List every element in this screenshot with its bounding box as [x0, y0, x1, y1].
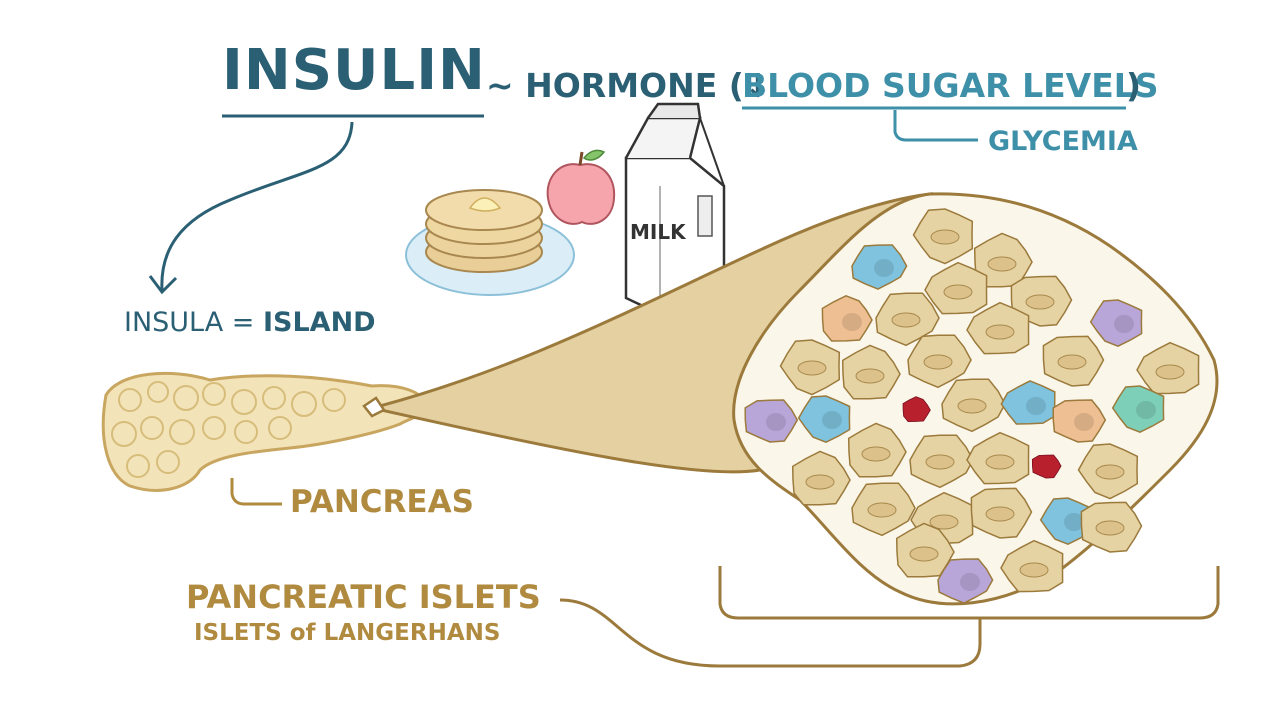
subtitle-prefix: ~ HORMONE (↓ — [486, 66, 772, 105]
pancreas-organ — [101, 371, 426, 492]
cell-nucleus — [874, 259, 894, 277]
cell-nucleus — [923, 354, 953, 370]
cell-nucleus — [987, 256, 1017, 272]
cell-nucleus — [909, 546, 939, 562]
cell-nucleus — [960, 573, 980, 591]
islet-cell — [937, 558, 994, 604]
cell-nucleus — [1095, 520, 1125, 536]
cell-nucleus — [985, 454, 1015, 470]
cell-nucleus — [855, 368, 885, 384]
islet-cell — [797, 395, 851, 444]
cell-nucleus — [1136, 401, 1156, 419]
islet-cell — [1000, 380, 1056, 425]
cell-nucleus — [1064, 513, 1084, 531]
cell-nucleus — [957, 398, 987, 414]
cell-nucleus — [985, 506, 1015, 522]
islet-cell — [902, 396, 931, 422]
pancake-icon — [405, 189, 575, 296]
islet-cell — [821, 294, 873, 342]
cell-nucleus — [929, 514, 959, 530]
cell-nucleus — [797, 360, 827, 376]
islet-cell — [744, 399, 799, 443]
apple-icon — [546, 149, 616, 225]
glycemia-connector — [893, 110, 978, 142]
islet-cell — [1089, 299, 1143, 348]
cell-nucleus — [985, 324, 1015, 340]
cell-nucleus — [1026, 397, 1046, 415]
pancreas-label-connector — [230, 478, 282, 506]
islet-cell — [1031, 454, 1062, 479]
islet-bracket-connector — [559, 598, 982, 668]
title-arrow-head — [148, 275, 178, 295]
cell-nucleus — [842, 313, 862, 331]
cell-nucleus — [861, 446, 891, 462]
cell-nucleus — [1095, 464, 1125, 480]
title: INSULIN — [222, 38, 486, 103]
cell-nucleus — [925, 454, 955, 470]
zoom-origin — [362, 396, 386, 418]
cell-nucleus — [930, 229, 960, 245]
milk-label: MILK — [630, 220, 686, 244]
pancreas-label: PANCREAS — [290, 484, 474, 520]
islet-cell — [1039, 497, 1093, 546]
cell-nucleus — [766, 413, 786, 431]
islet-cell — [1052, 399, 1107, 443]
insula-label: INSULA = ISLAND — [124, 307, 376, 338]
cell-nucleus — [891, 312, 921, 328]
islet-bracket — [718, 566, 1220, 620]
cell-nucleus — [1025, 294, 1055, 310]
cell-nucleus — [1155, 364, 1185, 380]
glycemia-label: GLYCEMIA — [988, 126, 1138, 157]
pancreatic-islets-label: PANCREATIC ISLETS — [186, 578, 541, 616]
cell-nucleus — [1114, 315, 1134, 333]
cell-nucleus — [943, 284, 973, 300]
islets-of-langerhans-label: ISLETS of LANGERHANS — [194, 620, 501, 646]
islet-cells — [744, 208, 1200, 604]
islet-cell — [851, 244, 908, 290]
cell-nucleus — [1074, 413, 1094, 431]
insula-right: ISLAND — [262, 307, 376, 338]
title-arrow-line — [160, 121, 354, 291]
cell-nucleus — [822, 411, 842, 429]
cell-nucleus — [1057, 354, 1087, 370]
insula-left: INSULA = — [124, 307, 263, 338]
cell-nucleus — [867, 502, 897, 518]
islet-cell — [1111, 385, 1165, 434]
cell-nucleus — [805, 474, 835, 490]
subtitle-suffix: ) — [1126, 66, 1142, 105]
subtitle-main: BLOOD SUGAR LEVELS — [742, 66, 1159, 105]
cell-nucleus — [1019, 562, 1049, 578]
